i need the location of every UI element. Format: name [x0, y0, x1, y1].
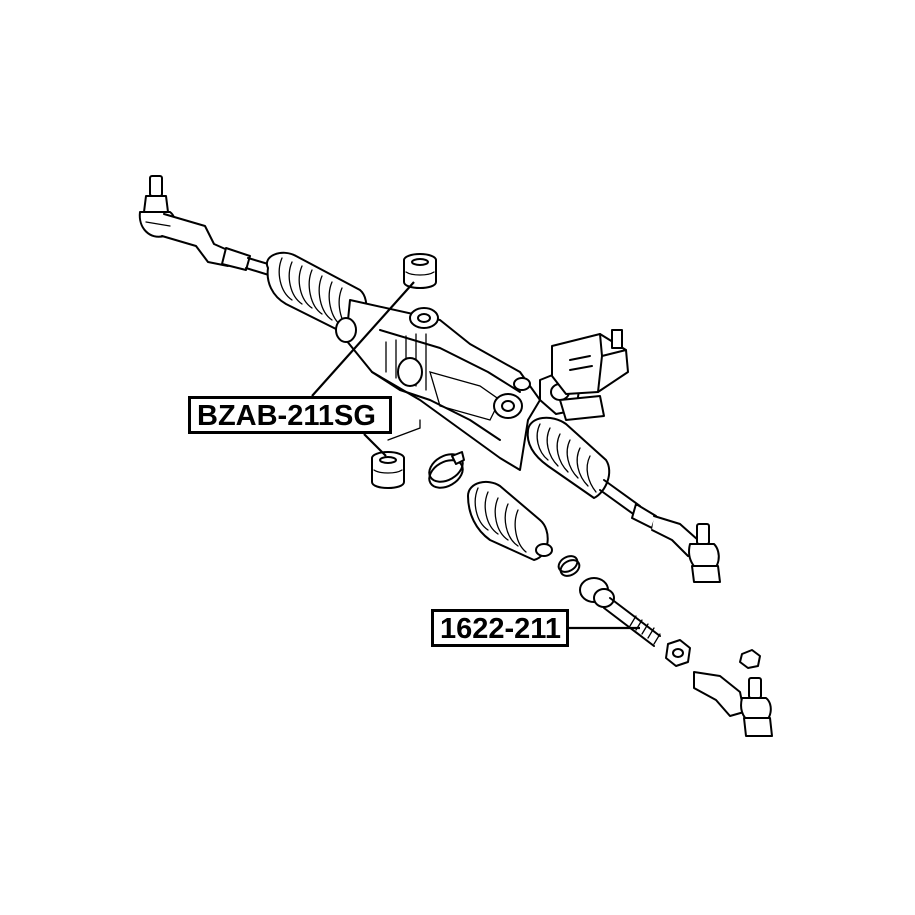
steering-valve-icon [551, 329, 629, 421]
loose-rack-boot-icon [467, 480, 553, 561]
bushing-part-number-label: BZAB-211SG [188, 396, 392, 434]
boot-clamp-icon [428, 451, 465, 489]
small-clamp-icon [557, 555, 581, 577]
inner-tie-rod-icon [579, 577, 661, 647]
lower-bushing-icon [371, 451, 405, 489]
left-rack-boot-icon [265, 251, 368, 337]
upper-bushing-icon [403, 253, 437, 289]
right-rack-boot-icon [526, 416, 657, 529]
leader-lines [311, 281, 640, 630]
jam-nut-icon [665, 639, 691, 667]
right-tie-rod-end-icon [651, 515, 721, 583]
outer-tie-rod-end-icon [693, 671, 773, 737]
tie-rod-part-number-label: 1622-211 [431, 609, 569, 647]
left-tie-rod-end-icon [138, 175, 276, 277]
small-nut-icon [739, 649, 761, 669]
